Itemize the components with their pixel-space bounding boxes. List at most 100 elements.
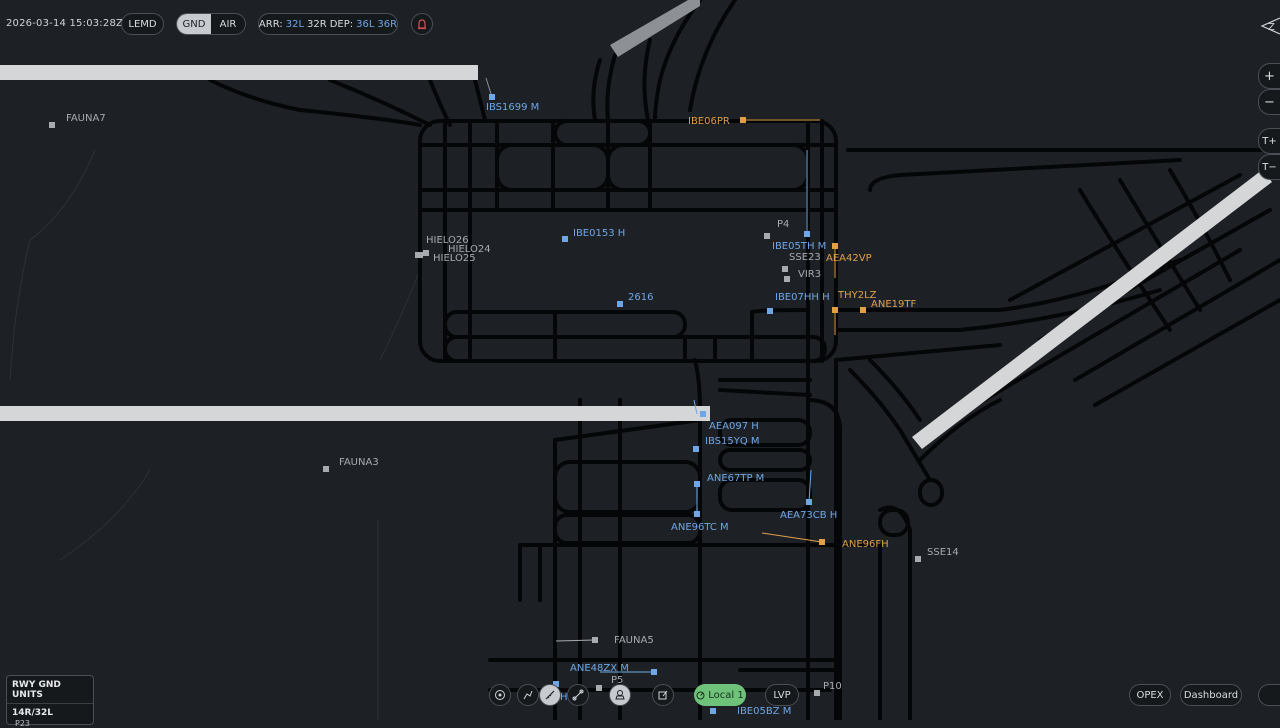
target-aea097[interactable] [700, 411, 706, 417]
target-ane96tc[interactable] [694, 511, 700, 517]
fullscreen-button[interactable] [1258, 684, 1280, 706]
zoom-out-button[interactable]: − [1258, 89, 1280, 115]
label-hielo24[interactable]: HIELO24 [448, 244, 491, 255]
target-ibe06pr[interactable] [740, 117, 746, 123]
mode-air-button[interactable]: AIR [219, 18, 237, 30]
svg-text:Z: Z [1268, 22, 1275, 33]
label-p5[interactable]: P5 [611, 675, 623, 686]
target-thy2lz[interactable] [832, 307, 838, 313]
label-ibe07hh[interactable]: IBE07HH H [775, 292, 830, 303]
label-ane96tc[interactable]: ANE96TC M [671, 522, 729, 533]
target-vir3[interactable] [784, 276, 790, 282]
label-ibe0153[interactable]: IBE0153 H [573, 228, 625, 239]
target-ibs15yq[interactable] [693, 446, 699, 452]
edit-tool[interactable] [652, 684, 674, 706]
label-p4[interactable]: P4 [777, 219, 789, 230]
dep-label: DEP: [329, 18, 354, 30]
label-h_partial[interactable]: H [560, 692, 568, 703]
lvp-button[interactable]: LVP [765, 684, 799, 706]
label-sse14[interactable]: SSE14 [927, 547, 959, 558]
label-ibe05th[interactable]: IBE05TH M [772, 241, 826, 252]
label-ane96fh[interactable]: ANE96FH [842, 539, 889, 550]
zoom-in-button[interactable]: + [1258, 63, 1280, 89]
label-vir3[interactable]: VIR3 [798, 269, 821, 280]
target-ane67tp[interactable] [694, 481, 700, 487]
mode-toggle[interactable]: GND AIR [176, 13, 246, 35]
arr-label: ARR: [258, 18, 283, 30]
label-ane19tf[interactable]: ANE19TF [871, 299, 916, 310]
airport-button[interactable]: LEMD [121, 13, 164, 35]
target-ibe07hh[interactable] [767, 308, 773, 314]
route-tool[interactable] [517, 684, 539, 706]
target-ane19tf[interactable] [860, 307, 866, 313]
measure-tool[interactable] [539, 684, 561, 706]
dashboard-button[interactable]: Dashboard [1180, 684, 1242, 706]
target-sse23[interactable] [782, 266, 788, 272]
label-hielo26[interactable]: HIELO26 [426, 235, 469, 246]
radar-icon [696, 691, 705, 699]
target-ibe05bz[interactable] [710, 708, 716, 714]
target-h_partial[interactable] [553, 681, 559, 687]
text-bigger-button[interactable]: T+ [1258, 128, 1280, 154]
rwy-gnd-units-panel[interactable]: RWY GND UNITS 14R/32L P23 [6, 675, 94, 728]
runway-config-button[interactable]: ARR: 32L 32R DEP: 36L 36R [258, 13, 398, 35]
target-2616[interactable] [617, 301, 623, 307]
opex-button[interactable]: OPEX [1129, 684, 1171, 706]
label-thy2lz[interactable]: THY2LZ [837, 290, 877, 301]
target-fauna7[interactable] [49, 122, 55, 128]
label-ibe06pr[interactable]: IBE06PR [688, 116, 730, 127]
label-aea42vp[interactable]: AEA42VP [826, 253, 872, 264]
label-sse23[interactable]: SSE23 [789, 252, 821, 263]
label-ibe05bz[interactable]: IBE05BZ M [737, 706, 791, 717]
label-hielo25[interactable]: HIELO25 [433, 253, 476, 264]
north-arrow-icon[interactable]: Z [1258, 16, 1280, 36]
text-smaller-button[interactable]: T− [1258, 154, 1280, 180]
target-aea73cb[interactable] [806, 499, 812, 505]
target-sse14[interactable] [915, 556, 921, 562]
label-ibs1699[interactable]: IBS1699 M [486, 102, 539, 113]
label-p10[interactable]: P10 [823, 681, 842, 692]
target-p5[interactable] [596, 685, 602, 691]
taxiway-network [208, 0, 1280, 720]
vehicle-tool[interactable] [609, 684, 631, 706]
target-ane96fh[interactable] [819, 539, 825, 545]
ruler-icon [545, 690, 555, 700]
runway-south [0, 406, 710, 421]
label-aea73cb[interactable]: AEA73CB H [780, 510, 837, 521]
target-hielo25[interactable] [415, 252, 421, 258]
targets-layer [49, 94, 921, 714]
target-fauna5[interactable] [592, 637, 598, 643]
local-position-button[interactable]: Local 1 [694, 684, 746, 706]
label-2616[interactable]: 2616 [628, 292, 653, 303]
label-fauna3[interactable]: FAUNA3 [339, 457, 379, 468]
target-ibe0153[interactable] [562, 236, 568, 242]
center-target-tool[interactable] [489, 684, 511, 706]
edit-icon [658, 690, 668, 700]
target-p4[interactable] [764, 233, 770, 239]
target-ibs1699[interactable] [489, 94, 495, 100]
label-ane48zx[interactable]: ANE48ZX M [570, 663, 629, 674]
target-hielo24[interactable] [423, 250, 429, 256]
target-p10[interactable] [814, 690, 820, 696]
mode-gnd-button[interactable]: GND [177, 14, 211, 34]
label-ibs15yq[interactable]: IBS15YQ M [705, 436, 760, 447]
target-fauna3[interactable] [323, 466, 329, 472]
label-aea097[interactable]: AEA097 H [709, 421, 759, 432]
runway-north [0, 65, 478, 80]
leader-lines [485, 77, 836, 673]
panel-runway: 14R/32L [12, 708, 54, 718]
target-aea42vp[interactable] [832, 243, 838, 249]
arr-rwy-2: 32R [307, 18, 327, 30]
target-ibe05th[interactable] [804, 231, 810, 237]
terrain-lines [9, 149, 421, 720]
label-ane67tp[interactable]: ANE67TP M [707, 473, 764, 484]
vehicle-icon [615, 690, 625, 700]
label-fauna5[interactable]: FAUNA5 [614, 635, 654, 646]
alarm-button[interactable] [411, 13, 433, 35]
distance-tool[interactable] [567, 684, 589, 706]
runway-diagonal-east [912, 170, 1272, 449]
target-ane48zx[interactable] [651, 669, 657, 675]
label-fauna7[interactable]: FAUNA7 [66, 113, 106, 124]
